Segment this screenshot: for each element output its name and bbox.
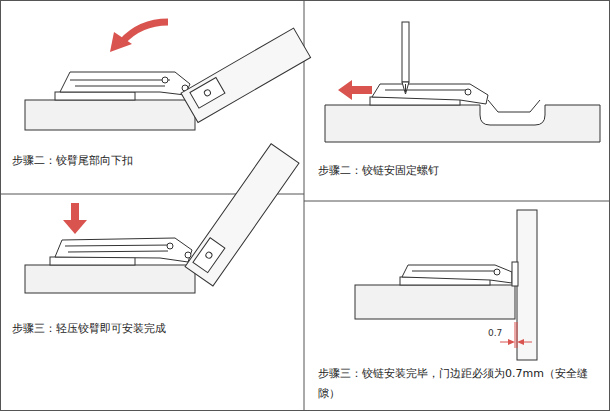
dimension-value: 0.7: [487, 328, 503, 339]
step-caption: 步骤二：铰链安固定螺钉: [318, 161, 439, 181]
press-arrow: [71, 203, 79, 221]
arrow-head: [338, 80, 352, 100]
slide-arrow: [350, 86, 372, 94]
hinge-step-figure: [25, 28, 311, 130]
rotate-arrow: [122, 22, 168, 42]
hinge-step-figure: [355, 210, 537, 360]
divider: [304, 201, 610, 202]
hinge-step-figure: [325, 22, 600, 142]
step-caption: 步骤三：轻压铰臂即可安装完成: [12, 319, 166, 339]
step-caption: 步骤二：铰臂尾部向下扣: [12, 151, 133, 171]
dimension-mark: [500, 322, 532, 348]
arrow-head: [110, 32, 132, 52]
arrow-head: [63, 220, 87, 234]
step-caption: 步骤三：铰链安装完毕，门边距必须为0.7mm（安全缝隙）: [318, 364, 600, 404]
